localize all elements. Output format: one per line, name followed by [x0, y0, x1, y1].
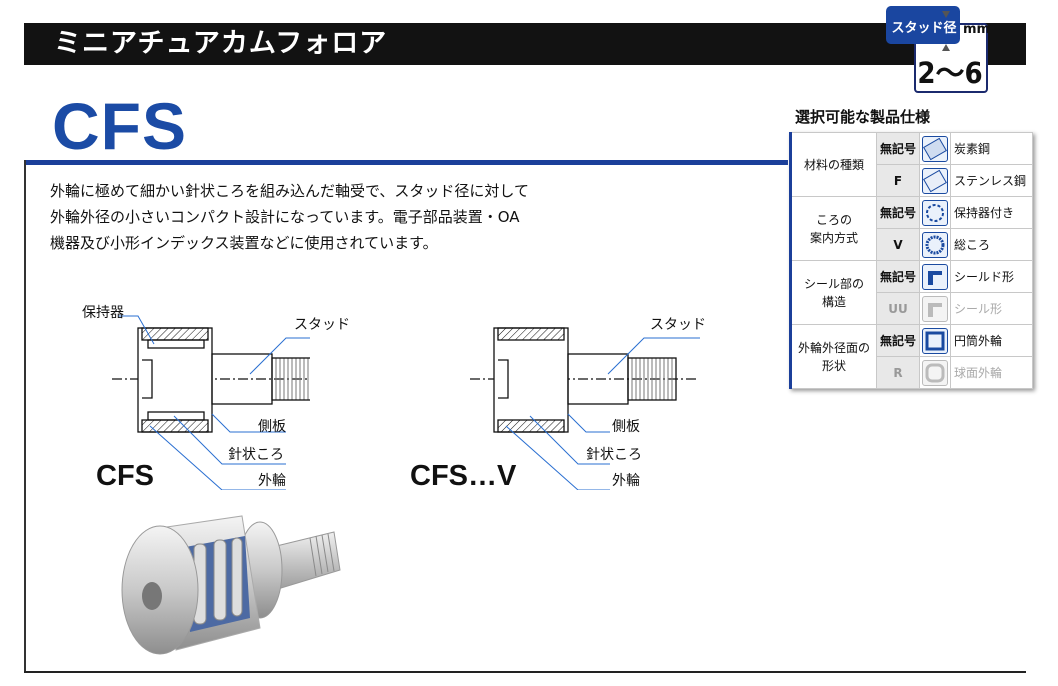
- table-row: UU シール形: [791, 292, 1033, 325]
- table-row: R 球面外輪: [791, 356, 1033, 389]
- header-bar: ミニアチュアカムフォロア: [24, 23, 1026, 65]
- spec-name: 円筒外輪: [950, 324, 1033, 357]
- label-outer-ring: 外輪: [258, 473, 286, 489]
- cam-follower-product-image: [121, 515, 341, 655]
- description-line: 外輪に極めて細かい針状ころを組み込んだ軸受で、スタッド径に対して: [50, 182, 529, 200]
- spec-code: 無記号: [876, 260, 920, 293]
- carbon-steel-icon: [922, 135, 948, 162]
- category-label: ころの: [815, 212, 852, 227]
- label-needle: 針状ころ: [586, 447, 642, 463]
- category-label: 外輪外径面の: [797, 340, 870, 355]
- label-side-plate: 側板: [612, 419, 640, 435]
- spec-icon-cell: [919, 324, 951, 357]
- category-label: 形状: [821, 358, 846, 373]
- spec-name: シールド形: [950, 260, 1033, 293]
- category-label: シール部の: [803, 276, 864, 291]
- cfs-cross-section-diagram: [112, 315, 310, 490]
- arrow-down-icon: [942, 11, 950, 18]
- spec-category: 外輪外径面の形状: [789, 324, 877, 389]
- spec-icon-cell: [919, 260, 951, 293]
- label-needle: 針状ころ: [228, 447, 284, 463]
- spec-code: 無記号: [876, 324, 920, 357]
- description-line: 機器及び小形インデックス装置などに使用されています。: [50, 234, 438, 252]
- badge-range: 2～6: [917, 56, 983, 90]
- spec-code: 無記号: [876, 196, 920, 229]
- caged-rollers-icon: [922, 199, 948, 226]
- model-name: CFS: [52, 89, 187, 163]
- full-complement-icon: [922, 231, 948, 258]
- spec-name: ステンレス鋼: [950, 164, 1033, 197]
- description-line: 外輪外径の小さいコンパクト設計になっています。電子部品装置・OA: [50, 208, 520, 226]
- spec-code: V: [876, 228, 920, 261]
- seal-type-icon: [922, 295, 948, 322]
- left-border: [24, 160, 26, 673]
- spec-name: 総ころ: [950, 228, 1033, 261]
- diagram-caption-cfs-v: CFS…V: [410, 460, 517, 492]
- spec-icon-cell: [919, 132, 951, 165]
- spec-category: シール部の構造: [789, 260, 877, 325]
- spec-icon-cell: [919, 164, 951, 197]
- stud-diameter-badge: スタッド径 mm 2～6: [886, 6, 991, 93]
- badge-label: スタッド径: [891, 21, 957, 36]
- spec-code: F: [876, 164, 920, 197]
- label-stud: スタッド: [650, 317, 706, 333]
- spec-name: 保持器付き: [950, 196, 1033, 229]
- spec-icon-cell: [919, 356, 951, 389]
- table-row: ころの案内方式 無記号 保持器付き: [789, 196, 1033, 261]
- category-label: 案内方式: [809, 230, 858, 245]
- spec-category: 材料の種類: [789, 132, 877, 197]
- cfs-v-cross-section-diagram: [470, 327, 700, 490]
- specs-title: 選択可能な製品仕様: [795, 108, 931, 126]
- cylindrical-outer-ring-icon: [922, 327, 948, 354]
- category-label: 材料の種類: [803, 157, 864, 172]
- table-row: 材料の種類 無記号 炭素鋼: [789, 132, 1033, 197]
- spec-code: R: [876, 356, 920, 389]
- label-stud: スタッド: [294, 317, 350, 333]
- table-row: 外輪外径面の形状 無記号 円筒外輪: [789, 324, 1033, 389]
- spherical-outer-ring-icon: [922, 359, 948, 386]
- spec-icon-cell: [919, 196, 951, 229]
- badge-unit: mm: [963, 22, 991, 37]
- page-title: ミニアチュアカムフォロア: [54, 28, 388, 59]
- spec-category: ころの案内方式: [789, 196, 877, 261]
- spec-name: 球面外輪: [950, 356, 1033, 389]
- spec-code: 無記号: [876, 132, 920, 165]
- table-row: シール部の構造 無記号 シールド形: [789, 260, 1033, 325]
- spec-code: UU: [876, 292, 920, 325]
- label-side-plate: 側板: [258, 419, 286, 435]
- label-cage: 保持器: [82, 305, 124, 321]
- spec-icon-cell: [919, 228, 951, 261]
- specs-table: 材料の種類 無記号 炭素鋼 F ステンレス鋼 ころの案内方式 無記号 保持器付き…: [789, 132, 1033, 389]
- bottom-border: [24, 671, 1026, 673]
- diagram-caption-cfs: CFS: [96, 460, 154, 492]
- section-divider: [24, 160, 788, 165]
- shield-type-icon: [922, 263, 948, 290]
- arrow-up-icon: [942, 44, 950, 51]
- spec-name: 炭素鋼: [950, 132, 1033, 165]
- spec-name: シール形: [950, 292, 1033, 325]
- category-label: 構造: [821, 294, 846, 309]
- label-outer-ring: 外輪: [612, 473, 640, 489]
- spec-icon-cell: [919, 292, 951, 325]
- stainless-steel-icon: [922, 167, 948, 194]
